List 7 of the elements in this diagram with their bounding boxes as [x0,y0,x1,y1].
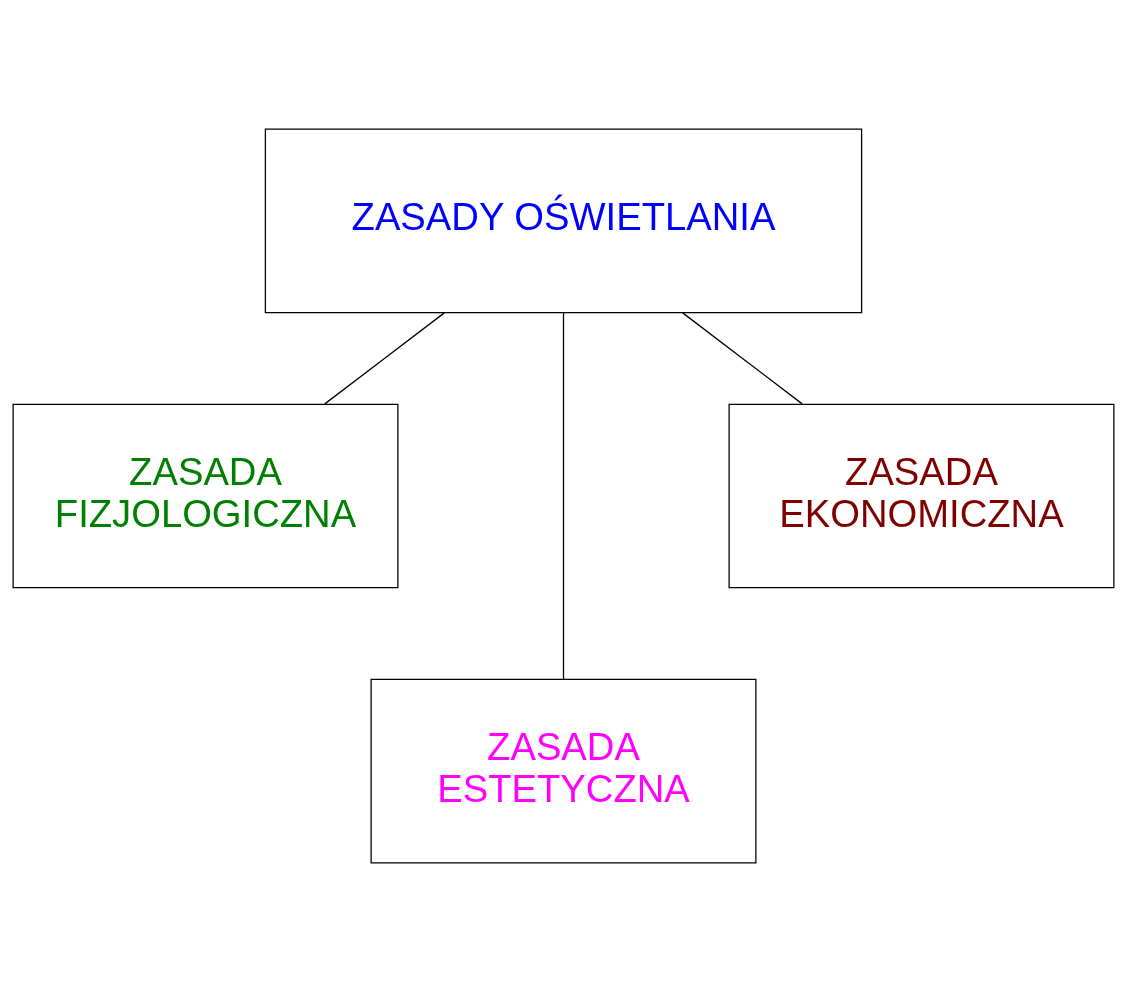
node-box: ZASADA FIZJOLOGICZNA [12,403,399,589]
node-box: ZASADY OŚWIETLANIA [264,128,863,314]
connector [324,312,445,405]
connector [562,312,565,680]
connector [682,312,803,405]
node-box: ZASADA ESTETYCZNA [370,678,757,864]
node-box: ZASADA EKONOMICZNA [728,403,1115,589]
